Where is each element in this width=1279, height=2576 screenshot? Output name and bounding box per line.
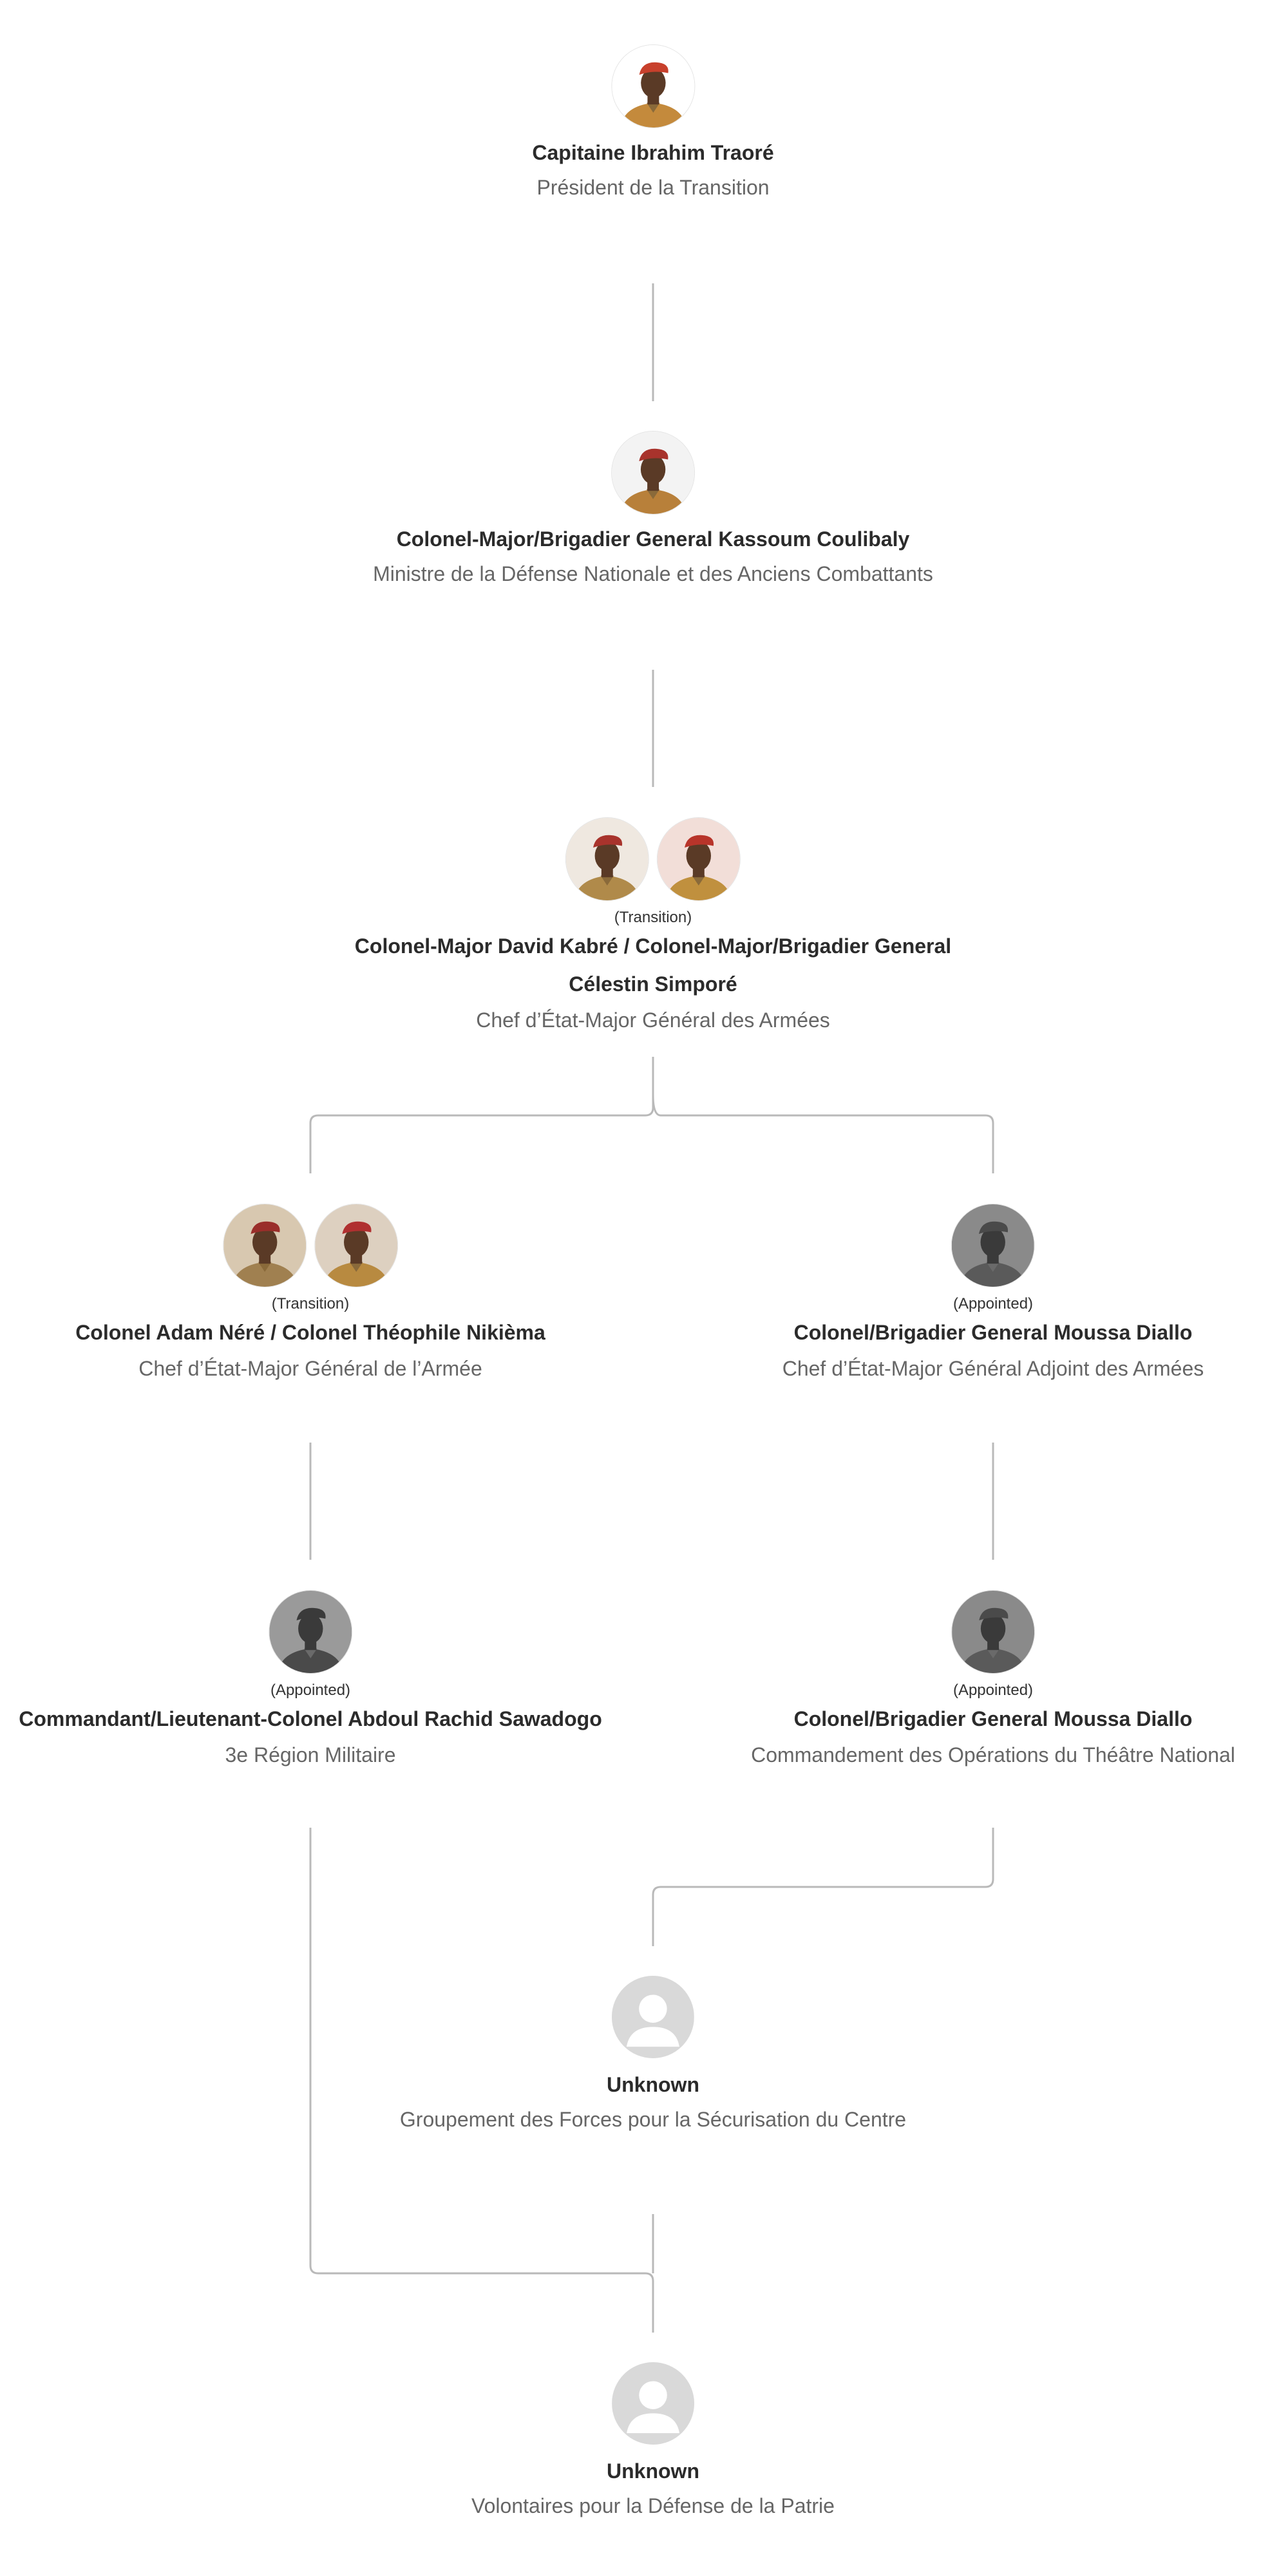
portrait-photo: [612, 45, 694, 128]
node-traore: Capitaine Ibrahim Traoré Président de la…: [532, 45, 774, 203]
person-name: Unknown: [607, 2073, 699, 2096]
portrait-photo: [657, 818, 740, 900]
photo-group: [19, 1591, 602, 1674]
avatar-placeholder-icon: [612, 1976, 694, 2058]
position-title: Ministre de la Défense Nationale et des …: [373, 562, 933, 585]
photo-group: [751, 1591, 1235, 1674]
portrait-photo: [269, 1591, 352, 1673]
status-label: (Appointed): [952, 1295, 1034, 1312]
photo-group: [373, 431, 933, 515]
person-name: Colonel Adam Néré / Colonel Théophile Ni…: [75, 1321, 545, 1344]
connector-sawadogo-vdp: [309, 1828, 654, 2333]
person-name: Commandant/Lieutenant-Colonel Abdoul Rac…: [19, 1707, 602, 1730]
person-name: Capitaine Ibrahim Traoré: [532, 141, 774, 164]
position-title: Chef d’État-Major Général des Armées: [476, 1009, 830, 1032]
photo-group: [400, 1976, 906, 2060]
portrait-photo: [612, 431, 694, 514]
portrait-photo: [223, 1204, 306, 1287]
status-label: (Appointed): [270, 1681, 351, 1699]
node-gfsc: Unknown Groupement des Forces pour la Sé…: [400, 1976, 906, 2135]
portrait-photo: [951, 1591, 1034, 1673]
photo-group: [75, 1204, 545, 1288]
node-diallo-cotn: (Appointed) Colonel/Brigadier General Mo…: [751, 1591, 1235, 1772]
connector-kabre-diallo: [652, 1094, 994, 1173]
person-name-line1: Colonel-Major David Kabré / Colonel-Majo…: [354, 934, 952, 958]
person-name: Colonel/Brigadier General Moussa Diallo: [793, 1321, 1193, 1344]
photo-group: [782, 1204, 1204, 1288]
person-name: Colonel/Brigadier General Moussa Diallo: [793, 1707, 1193, 1730]
node-kabre-simpore: (Transition) Colonel-Major David Kabré /…: [355, 818, 951, 1037]
node-coulibaly: Colonel-Major/Brigadier General Kassoum …: [373, 431, 933, 589]
node-vdp: Unknown Volontaires pour la Défense de l…: [471, 2362, 835, 2521]
photo-group: [532, 45, 773, 129]
portrait-photo: [314, 1204, 397, 1287]
position-title: Président de la Transition: [536, 176, 770, 199]
position-title: Chef d’État-Major Général Adjoint des Ar…: [782, 1357, 1204, 1380]
position-title: Chef d’État-Major Général de l’Armée: [138, 1357, 482, 1380]
connector-cotn-gfsc: [652, 1828, 994, 1946]
photo-group: [355, 818, 951, 902]
person-name: Colonel-Major/Brigadier General Kassoum …: [396, 527, 910, 551]
position-title: 3e Région Militaire: [225, 1743, 396, 1766]
node-nere-nikiema: (Transition) Colonel Adam Néré / Colonel…: [75, 1204, 545, 1385]
node-diallo-adjoint: (Appointed) Colonel/Brigadier General Mo…: [782, 1204, 1204, 1385]
status-label: (Transition): [271, 1295, 350, 1312]
node-sawadogo: (Appointed) Commandant/Lieutenant-Colone…: [19, 1591, 602, 1772]
person-name: Unknown: [607, 2459, 699, 2483]
position-title: Groupement des Forces pour la Sécurisati…: [399, 2108, 907, 2131]
status-label: (Appointed): [952, 1681, 1034, 1699]
photo-group: [471, 2362, 835, 2446]
position-title: Commandement des Opérations du Théâtre N…: [751, 1743, 1235, 1766]
person-name-line2: Célestin Simporé: [569, 972, 737, 996]
connector-kabre-nere: [309, 1057, 654, 1173]
avatar-placeholder-icon: [612, 2362, 694, 2445]
position-title: Volontaires pour la Défense de la Patrie: [471, 2494, 835, 2517]
status-label: (Transition): [614, 909, 692, 926]
portrait-photo: [565, 818, 649, 900]
portrait-photo: [951, 1204, 1034, 1287]
